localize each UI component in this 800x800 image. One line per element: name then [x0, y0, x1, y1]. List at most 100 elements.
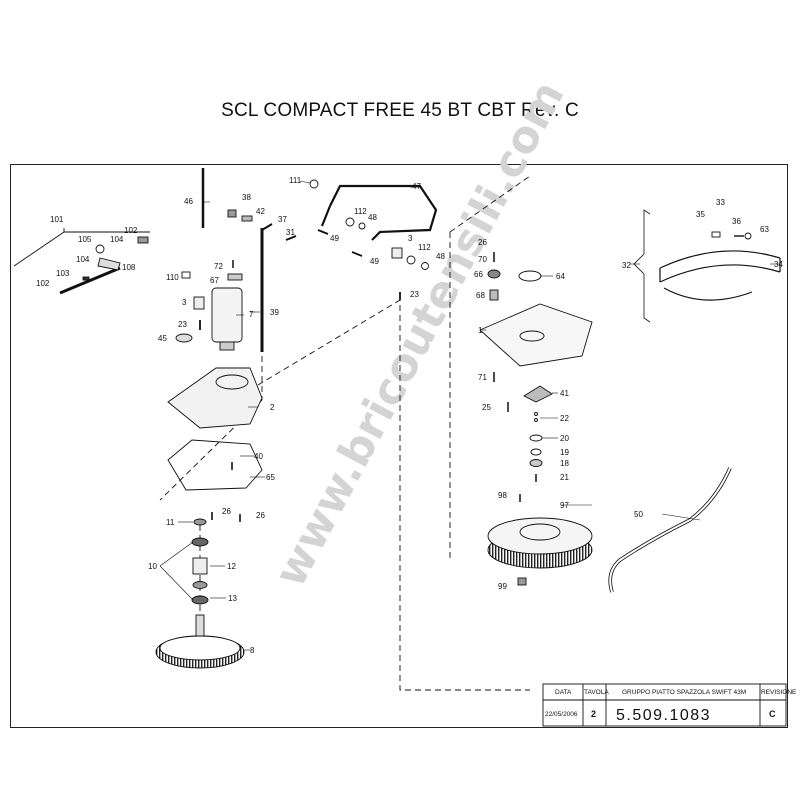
part-104-link: [97, 257, 121, 271]
label-10: 10: [148, 562, 157, 571]
label-49: 49: [330, 234, 339, 243]
label-25: 25: [482, 403, 491, 412]
label-48: 48: [436, 252, 445, 261]
label-65: 65: [266, 473, 275, 482]
label-63: 63: [760, 225, 769, 234]
label-8: 8: [250, 646, 255, 655]
title-block-drawing-number: 5.509.1083: [616, 707, 711, 724]
part-68-bushing: [489, 289, 499, 301]
dashed-axis-line: [449, 175, 531, 233]
part-22-pin: [534, 418, 538, 422]
part-22-pin: [534, 412, 538, 416]
part-103-rod: [59, 266, 121, 295]
label-7: 7: [249, 310, 254, 319]
title-block: DATA TAVOLA GRUPPO PIATTO SPAZZOLA SWIFT…: [545, 689, 797, 724]
part-1-plate-hub: [519, 330, 545, 342]
part-48-washer: [421, 262, 429, 270]
label-22: 22: [560, 414, 569, 423]
label-32: 32: [622, 261, 631, 270]
label-104: 104: [76, 255, 90, 264]
title-block-date-header: DATA: [555, 689, 572, 696]
label-20: 20: [560, 434, 569, 443]
label-41: 41: [560, 389, 569, 398]
part-97-brush-disc: [487, 517, 593, 555]
part-33-clip: [711, 231, 721, 238]
part-31-pin: [285, 235, 297, 241]
label-26: 26: [478, 238, 487, 247]
part-47-lever-frame: [320, 205, 332, 227]
part-105-washer: [95, 244, 105, 254]
label-23: 23: [178, 320, 187, 329]
part-2-housing: [167, 367, 263, 429]
label-68: 68: [476, 291, 485, 300]
label-2: 2: [270, 403, 275, 412]
label-48: 48: [368, 213, 377, 222]
label-70: 70: [478, 255, 487, 264]
label-98: 98: [498, 491, 507, 500]
label-46: 46: [184, 197, 193, 206]
label-12: 12: [227, 562, 236, 571]
part-112-bushing: [406, 255, 416, 265]
part-63-ring: [744, 232, 752, 240]
label-45: 45: [158, 334, 167, 343]
drawing-frame: [10, 164, 788, 728]
part-37-pin: [261, 223, 273, 231]
part-7-motor-shaft: [219, 341, 235, 351]
part-32-skirt-band: [659, 250, 781, 283]
title-block-revision-header: REVISIONE: [761, 689, 797, 696]
label-13: 13: [228, 594, 237, 603]
part-labels: 101 102 104 105 104 108 103 102 46 38 42…: [36, 176, 783, 655]
part-32-skirt-band: [663, 287, 753, 301]
label-110: 110: [166, 273, 179, 282]
part-49-screw: [351, 251, 363, 257]
part-19-washer: [530, 448, 542, 456]
label-105: 105: [78, 235, 92, 244]
part-104-nut: [82, 276, 90, 281]
title-block-date: 22/05/2006: [545, 711, 578, 718]
part-99-nut: [517, 577, 527, 586]
part-49-screw: [317, 229, 329, 235]
part-50-hose: [609, 467, 731, 593]
label-19: 19: [560, 448, 569, 457]
part-112-bushing: [345, 217, 355, 227]
label-35: 35: [696, 210, 705, 219]
part-2-housing-hub: [215, 374, 249, 390]
part-102-spring: [137, 236, 149, 244]
label-104: 104: [110, 235, 124, 244]
part-10-bearing: [191, 537, 209, 547]
label-112: 112: [354, 207, 367, 216]
part-64-washer: [518, 270, 542, 282]
label-23: 23: [410, 290, 419, 299]
label-38: 38: [242, 193, 251, 202]
label-66: 66: [474, 270, 483, 279]
part-66-bearing: [487, 269, 501, 279]
dashed-axis-line: [399, 295, 530, 691]
label-67: 67: [210, 276, 219, 285]
label-1: 1: [478, 326, 483, 335]
label-40: 40: [254, 452, 263, 461]
label-50: 50: [634, 510, 643, 519]
part-42-spring: [241, 215, 253, 222]
label-111: 111: [289, 176, 302, 185]
part-45-cap: [175, 333, 193, 343]
label-64: 64: [556, 272, 565, 281]
label-34: 34: [774, 260, 783, 269]
part-10-bearing: [191, 595, 209, 605]
part-3-bushing: [193, 296, 205, 310]
label-72: 72: [214, 262, 223, 271]
label-3: 3: [182, 298, 187, 307]
label-71: 71: [478, 373, 487, 382]
part-101-bracket: [13, 228, 150, 267]
part-8-gear-face: [159, 635, 241, 661]
label-39: 39: [270, 308, 279, 317]
label-108: 108: [122, 263, 136, 272]
label-18: 18: [560, 459, 569, 468]
part-38-spring: [227, 209, 237, 218]
part-111-knob: [309, 179, 319, 189]
title-block-sheet: 2: [591, 709, 596, 719]
label-26: 26: [222, 507, 231, 516]
title-block-sheet-header: TAVOLA: [584, 689, 609, 696]
part-48-washer: [358, 222, 366, 230]
label-99: 99: [498, 582, 507, 591]
